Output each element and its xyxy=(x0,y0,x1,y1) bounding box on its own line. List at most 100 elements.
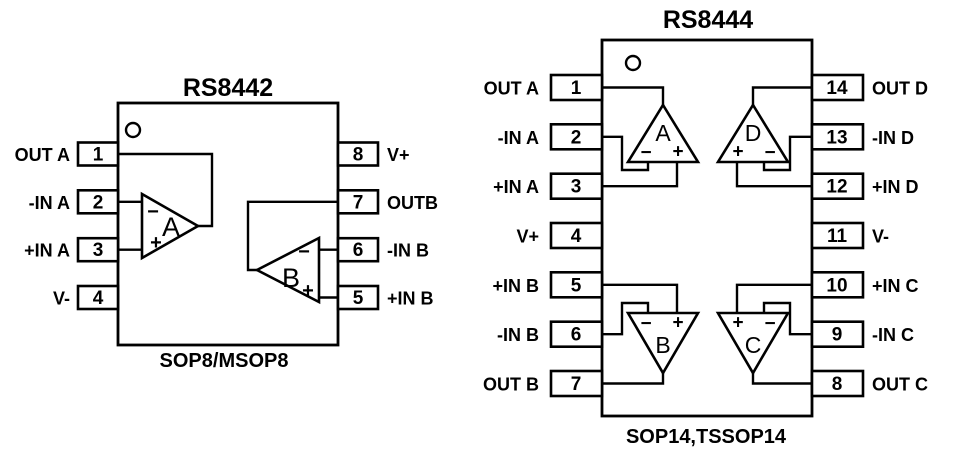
rs8444-opamp-a-triangle xyxy=(625,102,701,164)
pin-box xyxy=(549,221,604,250)
pin-label: +IN A xyxy=(493,177,539,197)
rs8444-opamp-b-triangle xyxy=(625,311,701,376)
rs8444-wire-a-output xyxy=(601,86,665,107)
rs8444-pin-row-6: 6 -IN B xyxy=(497,320,604,349)
pin-number: 10 xyxy=(826,275,847,296)
pin-number: 9 xyxy=(832,325,843,346)
rs8442-pin-row-4: 4 V- xyxy=(53,284,120,311)
pin-box xyxy=(549,369,604,398)
rs8444-wire-c-inverting xyxy=(762,301,813,336)
rs8444-wire-d-inverting xyxy=(762,135,813,172)
rs8442-pin-row-8: 8 V+ xyxy=(336,141,410,167)
pin-box xyxy=(549,172,604,200)
rs8444-opamp-c-minus-sign: − xyxy=(764,314,775,335)
rs8444-opamp-c-triangle xyxy=(715,311,791,376)
pin-number: 1 xyxy=(93,145,104,166)
rs8444-wire-b-noninverting xyxy=(601,283,679,315)
rs8444-title: RS8444 xyxy=(663,6,753,34)
rs8444-pin-row-9: 9 -IN C xyxy=(810,320,914,349)
pin-label: +IN B xyxy=(492,276,539,296)
rs8444-pin-row-5: 5 +IN B xyxy=(492,270,604,299)
pin-number: 6 xyxy=(571,325,582,346)
rs8444-opamp-a-label: A xyxy=(655,120,671,146)
rs8444-pin-row-3: 3 +IN A xyxy=(493,172,604,200)
rs8444-opamp-b-minus-sign: − xyxy=(640,314,651,335)
pin-box xyxy=(810,270,865,299)
rs8442-opamp-a-label: A xyxy=(162,212,180,242)
rs8444-wire-b-inverting xyxy=(601,301,650,336)
pin-number: 14 xyxy=(826,78,848,99)
rs8444-pin-row-11: 11 V- xyxy=(810,221,889,250)
rs8442-diagram: RS8442 − + A − + B 1 OUT A 2 -IN A xyxy=(15,74,438,372)
rs8442-pin-row-1: 1 OUT A xyxy=(15,141,120,167)
pin-label: +IN C xyxy=(872,276,919,296)
rs8444-wire-c-noninverting xyxy=(735,283,813,315)
rs8444-pin-row-13: 13 -IN D xyxy=(810,123,914,151)
pin-number: 2 xyxy=(571,127,582,148)
pin-box xyxy=(336,141,380,167)
rs8444-opamp-c-label: C xyxy=(745,332,762,358)
rs8444-pin-row-12: 12 +IN D xyxy=(810,172,919,200)
pin-number: 12 xyxy=(826,177,847,198)
pin-number: 5 xyxy=(571,275,582,296)
pin-box xyxy=(76,141,120,167)
pin-label: +IN D xyxy=(872,177,919,197)
pin-number: 3 xyxy=(93,240,104,261)
rs8444-package-label: SOP14,TSSOP14 xyxy=(626,426,787,448)
rs8444-opamp-b-plus-sign: + xyxy=(672,313,683,334)
rs8442-opamp-a-plus-sign: + xyxy=(150,232,162,254)
pin-label: OUT C xyxy=(872,375,928,395)
rs8444-wire-a-noninverting xyxy=(601,160,679,188)
pin-box xyxy=(76,236,120,263)
rs8442-opamp-b-plus-sign: + xyxy=(302,280,314,302)
pin-number: 8 xyxy=(832,374,843,395)
rs8442-opamp-b-minus-sign: − xyxy=(298,241,310,263)
rs8444-wire-d-output xyxy=(751,86,813,107)
pin-box xyxy=(549,123,604,151)
pin-number: 7 xyxy=(571,374,582,395)
pin-box xyxy=(810,73,865,102)
pin-label: OUT B xyxy=(483,375,539,395)
rs8442-pin-row-3: 3 +IN A xyxy=(24,236,120,263)
pin-label: V+ xyxy=(387,145,410,165)
pin-label: OUT A xyxy=(484,79,539,99)
pin-label: +IN B xyxy=(387,289,434,309)
rs8444-opamp-d-label: D xyxy=(745,120,762,146)
rs8442-title: RS8442 xyxy=(183,74,273,102)
pin-label: -IN B xyxy=(497,325,539,345)
pin-label: +IN A xyxy=(24,241,70,261)
pin-box xyxy=(549,320,604,349)
pin-box xyxy=(810,369,865,398)
rs8442-opamp-b-triangle xyxy=(254,235,321,305)
rs8442-opamp-b-label: B xyxy=(282,263,300,293)
rs8442-pin-row-7: 7 OUTB xyxy=(336,189,438,215)
pin-box xyxy=(336,284,380,311)
rs8444-pin-row-4: 4 V+ xyxy=(516,221,604,250)
rs8444-pin-row-7: 7 OUT B xyxy=(483,369,604,398)
rs8444-wire-a-inverting xyxy=(601,135,650,172)
pin-number: 1 xyxy=(571,78,582,99)
rs8444-opamp-b-label: B xyxy=(655,332,670,358)
pin-box xyxy=(810,123,865,151)
rs8444-diagram: RS8444 − + A + − D − + B + − C xyxy=(483,6,928,448)
rs8442-package-label: SOP8/MSOP8 xyxy=(160,350,289,372)
pin-label: OUTB xyxy=(387,193,438,213)
pin-label: V- xyxy=(53,289,70,309)
rs8442-pin-row-6: 6 -IN B xyxy=(336,236,429,263)
pin-number: 7 xyxy=(353,192,364,213)
pin-number: 8 xyxy=(353,145,364,166)
rs8444-opamp-d-plus-sign: + xyxy=(732,142,743,163)
pin-box xyxy=(336,189,380,215)
pin-number: 2 xyxy=(93,192,104,213)
rs8442-opamp-a-triangle xyxy=(140,191,201,261)
rs8442-pin-row-5: 5 +IN B xyxy=(336,284,434,311)
pin-label: -IN B xyxy=(387,241,429,261)
rs8444-pin-row-14: 14 OUT D xyxy=(810,73,928,102)
pin-number: 11 xyxy=(827,226,848,247)
rs8442-pin-row-2: 2 -IN A xyxy=(29,189,120,215)
rs8444-opamp-a-minus-sign: − xyxy=(640,143,651,164)
pin-number: 13 xyxy=(826,127,847,148)
pin-label: V+ xyxy=(516,227,539,247)
rs8444-opamp-c-plus-sign: + xyxy=(732,313,743,334)
